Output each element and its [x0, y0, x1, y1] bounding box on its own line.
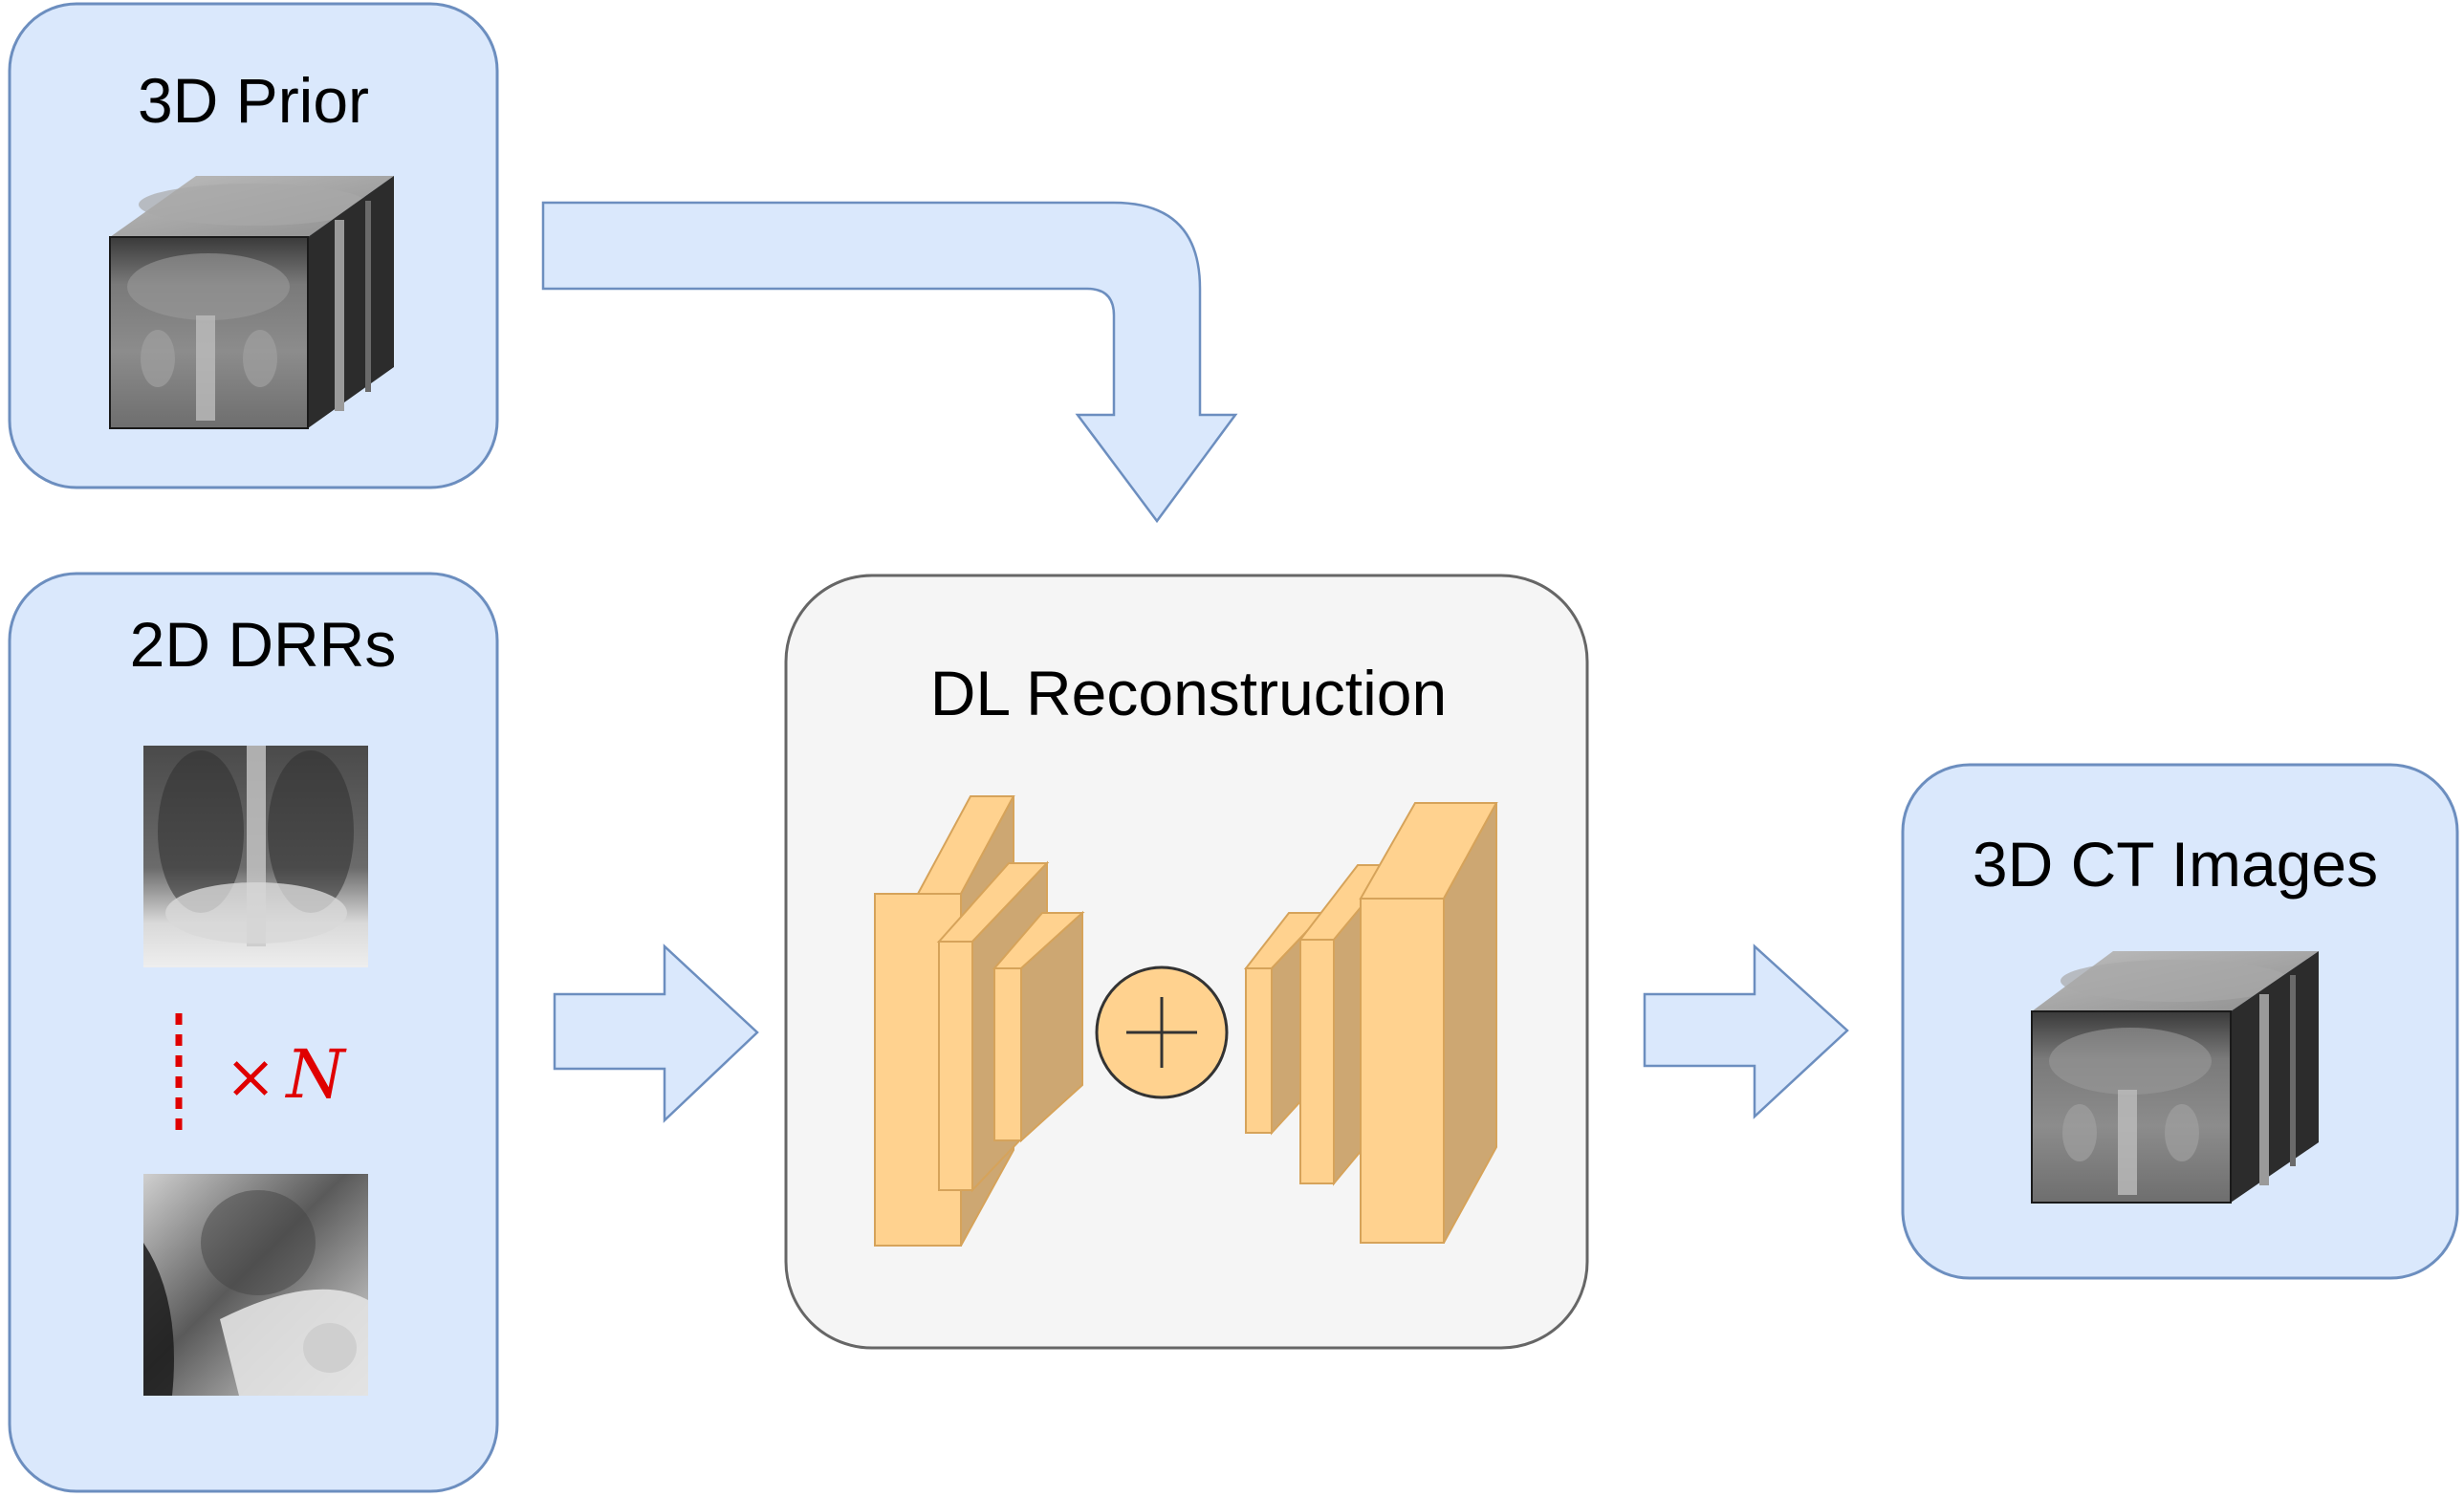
- decoder-layer-3: [1359, 802, 1498, 1244]
- drrs-to-recon-arrow: [553, 944, 759, 1123]
- multiplier-n: N: [284, 1035, 347, 1114]
- lateral-xray-icon: [143, 1174, 368, 1396]
- prior-title: 3D Prior: [138, 65, 369, 136]
- prior-to-recon-arrow: [541, 201, 1238, 524]
- recon-panel: DL Reconstruction: [784, 574, 1589, 1350]
- output-ct-cube-icon: [2031, 951, 2319, 1204]
- encoder-layer-3: [992, 910, 1085, 1143]
- prior-panel: 3D Prior: [8, 2, 499, 489]
- drrs-title: 2D DRRs: [130, 609, 397, 680]
- times-symbol: ×: [225, 1042, 276, 1113]
- output-panel: 3D CT Images: [1901, 763, 2459, 1280]
- drrs-panel: 2D DRRs × N: [8, 572, 499, 1493]
- frontal-xray-icon: [143, 746, 368, 967]
- output-title: 3D CT Images: [1973, 829, 2378, 900]
- recon-to-output-arrow: [1643, 944, 1849, 1119]
- recon-title: DL Reconstruction: [930, 658, 1447, 728]
- multiplier-indicator: × N: [175, 1013, 347, 1138]
- prior-ct-cube-icon: [109, 176, 394, 429]
- skip-connection-plus-icon: [1095, 965, 1229, 1099]
